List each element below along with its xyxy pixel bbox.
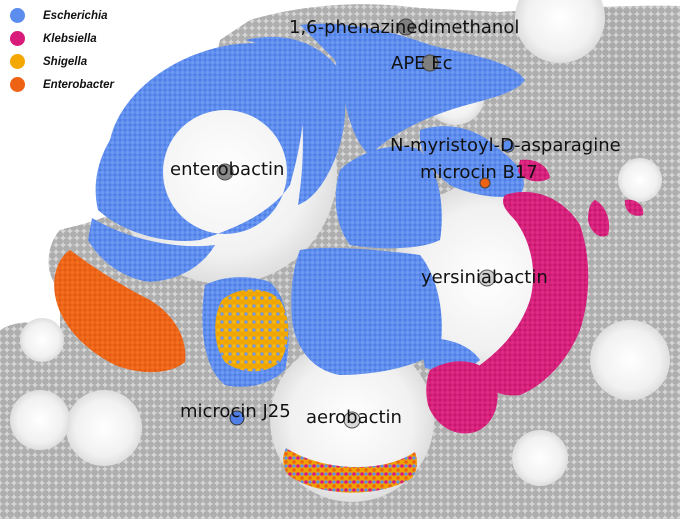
legend-label: Klebsiella <box>43 32 97 45</box>
legend-item-shigella[interactable]: Shigella <box>10 50 170 73</box>
aerobactin-arc <box>283 448 417 493</box>
phenazinedimethanol-hub[interactable] <box>397 18 415 36</box>
legend-swatch <box>10 54 25 69</box>
shigella-cluster <box>215 289 289 372</box>
label-yersiniabactin: yersiniabactin <box>421 267 548 288</box>
microcin-b17-hub[interactable] <box>479 177 491 189</box>
label-enterobactin: enterobactin <box>170 159 284 180</box>
n-myristoyl-hub[interactable] <box>501 139 515 153</box>
legend-swatch <box>10 31 25 46</box>
klebsiella-cluster <box>426 159 644 434</box>
legend-swatch <box>10 77 25 92</box>
ape-ec-hub[interactable] <box>421 54 439 72</box>
label-n-myristoyl: N-myristoyl-D-asparagine <box>390 135 621 156</box>
node-labels: 1,6-phenazinedimethanol APE Ec N-myristo… <box>170 17 621 428</box>
label-microcin-b17: microcin B17 <box>420 162 538 183</box>
enterobacter-cluster <box>54 250 186 373</box>
enterobactin-hub[interactable] <box>216 163 234 181</box>
label-aerobactin: aerobactin <box>306 407 402 428</box>
legend-label: Enterobacter <box>43 78 114 91</box>
legend-item-escherichia[interactable]: Escherichia <box>10 4 170 27</box>
hub-nodes <box>216 18 515 429</box>
label-phenazinedimethanol: 1,6-phenazinedimethanol <box>289 17 519 38</box>
label-microcin-j25: microcin J25 <box>180 401 291 422</box>
legend-swatch <box>10 8 25 23</box>
yersiniabactin-hub[interactable] <box>478 269 496 287</box>
legend-item-enterobacter[interactable]: Enterobacter <box>10 73 170 96</box>
microcin-j25-hub[interactable] <box>229 410 245 426</box>
legend-item-klebsiella[interactable]: Klebsiella <box>10 27 170 50</box>
legend-label: Escherichia <box>43 9 108 22</box>
legend-label: Shigella <box>43 55 88 68</box>
aerobactin-hub[interactable] <box>343 411 361 429</box>
legend: Escherichia Klebsiella Shigella Enteroba… <box>10 4 170 96</box>
label-ape-ec: APE Ec <box>391 53 453 74</box>
